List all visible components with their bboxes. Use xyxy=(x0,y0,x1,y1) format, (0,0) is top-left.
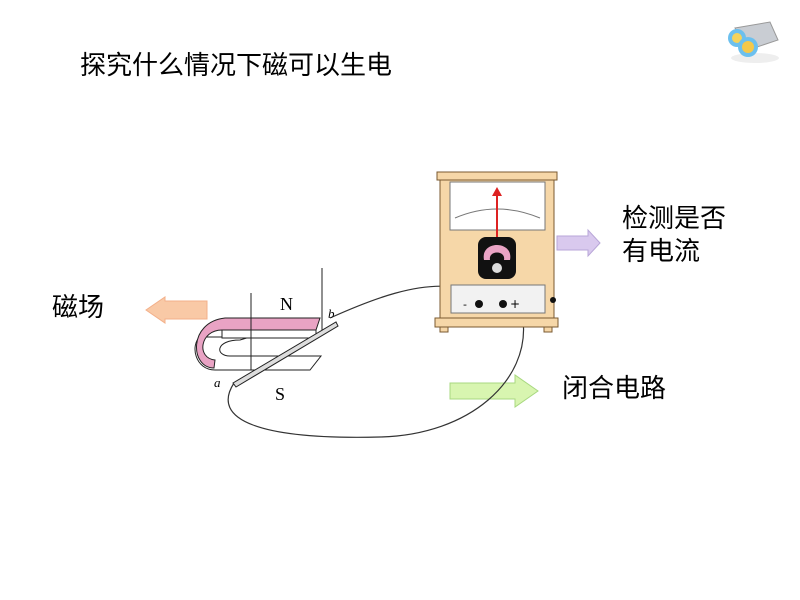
slide-title: 探究什么情况下磁可以生电 xyxy=(80,51,393,81)
label-end-a: a xyxy=(214,375,221,390)
label-detect-current: 检测是否 有电流 xyxy=(622,203,752,268)
arrow-right-circuit xyxy=(449,374,539,408)
label-detect-line1: 检测是否 xyxy=(622,204,727,234)
label-north: N xyxy=(280,294,293,314)
arrow-right-detect xyxy=(556,228,601,258)
label-magnetic-field: 磁场 xyxy=(52,293,105,323)
label-south: S xyxy=(275,384,285,404)
terminal-minus: - xyxy=(463,298,467,311)
binoculars-icon xyxy=(728,21,779,63)
horseshoe-magnet: N S a b xyxy=(194,268,339,404)
label-detect-line2: 有电流 xyxy=(622,236,701,267)
galvanometer: - + xyxy=(434,171,559,333)
arrow-left-field xyxy=(145,296,208,324)
label-closed-circuit: 闭合电路 xyxy=(562,374,667,404)
terminal-plus: + xyxy=(510,297,520,311)
label-end-b: b xyxy=(328,306,335,321)
